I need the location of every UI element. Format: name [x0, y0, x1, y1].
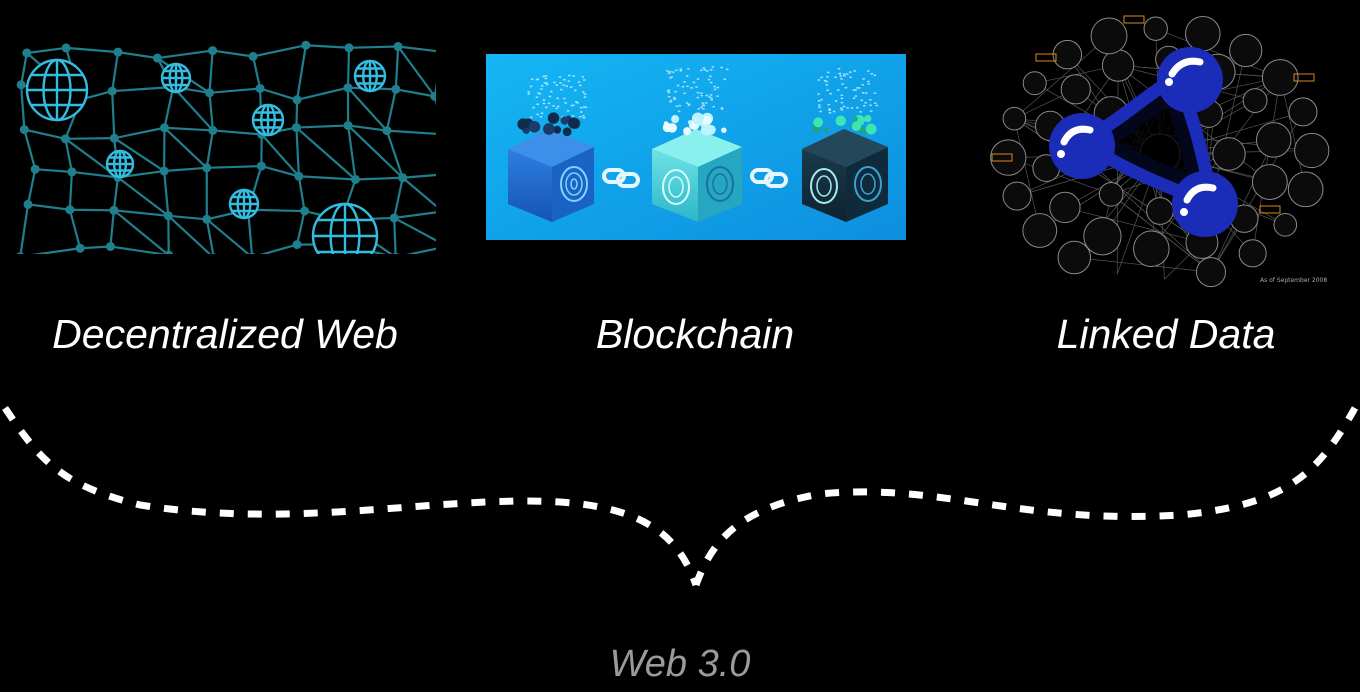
semantic-web-logo-icon	[1049, 47, 1238, 237]
blockchain-graphic	[486, 54, 906, 240]
chained-blocks-icon	[486, 54, 906, 240]
globe-network-icon	[16, 40, 436, 254]
chain-link-icon	[602, 168, 640, 188]
brace-path	[2, 406, 1359, 587]
decentralized-web-graphic	[14, 40, 436, 254]
result-label-web3: Web 3.0	[609, 643, 751, 685]
caption-linked-data: Linked Data	[1056, 311, 1276, 357]
linked-data-graphic: As of September 2008	[984, 14, 1336, 288]
block-1-icon	[508, 129, 594, 222]
caption-blockchain: Blockchain	[595, 311, 795, 357]
caption-decentralized-web: Decentralized Web	[52, 311, 398, 357]
linked-data-cloud-icon: As of September 2008	[990, 15, 1330, 288]
block-2-icon	[652, 129, 742, 222]
linked-data-footnote: As of September 2008	[1260, 277, 1327, 284]
dashed-brace-connector	[2, 406, 1359, 587]
block-3-icon	[802, 129, 888, 222]
